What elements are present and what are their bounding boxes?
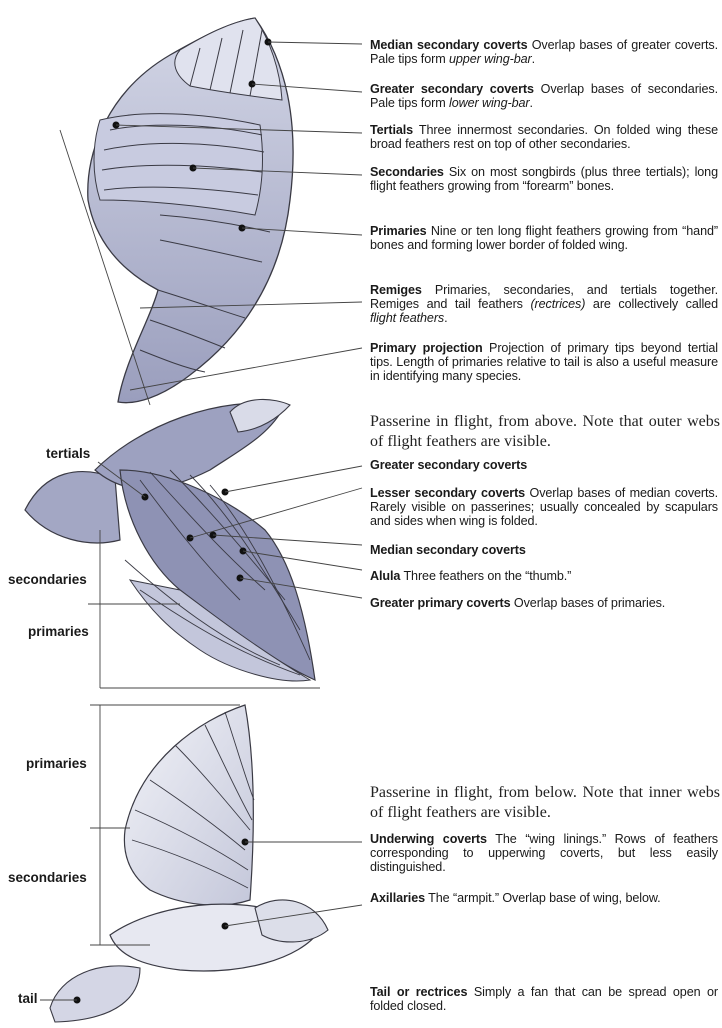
label-median-secondary-coverts: Median secondary coverts Overlap bases o… [370, 38, 718, 66]
side-label-above-primaries: primaries [28, 624, 89, 639]
label-tertials: Tertials Three innermost secondaries. On… [370, 123, 718, 151]
above-illustration [25, 399, 362, 688]
label-axillaries: Axillaries The “armpit.” Overlap base of… [370, 891, 718, 905]
folded-wing-illustration [60, 18, 362, 405]
side-label-tail: tail [18, 991, 38, 1006]
label-greater-primary-coverts: Greater primary coverts Overlap bases of… [370, 596, 718, 610]
side-label-below-primaries: primaries [26, 756, 87, 771]
label-underwing-coverts: Underwing coverts The “wing linings.” Ro… [370, 832, 718, 875]
below-head [255, 900, 328, 942]
caption-above: Passerine in flight, from above. Note th… [370, 412, 720, 452]
above-tail [25, 472, 120, 543]
side-label-above-secondaries: secondaries [8, 572, 87, 587]
label-above-median-secondary-coverts: Median secondary coverts [370, 543, 718, 557]
label-primaries: Primaries Nine or ten long flight feathe… [370, 224, 718, 252]
side-label-tertials: tertials [46, 446, 90, 461]
below-tail [50, 966, 140, 1022]
label-above-greater-secondary-coverts: Greater secondary coverts [370, 458, 718, 472]
side-label-below-secondaries: secondaries [8, 870, 87, 885]
label-remiges: Remiges Primaries, secondaries, and tert… [370, 283, 718, 326]
label-primary-projection: Primary projection Projection of primary… [370, 341, 718, 384]
label-secondaries: Secondaries Six on most songbirds (plus … [370, 165, 718, 193]
label-lesser-secondary-coverts: Lesser secondary coverts Overlap bases o… [370, 486, 718, 529]
below-wing [124, 705, 253, 905]
above-head [230, 399, 290, 432]
below-illustration [40, 705, 362, 1022]
label-greater-secondary-coverts: Greater secondary coverts Overlap bases … [370, 82, 718, 110]
label-alula: Alula Three feathers on the “thumb.” [370, 569, 718, 583]
caption-below: Passerine in flight, from below. Note th… [370, 783, 720, 823]
label-tail-or-rectrices: Tail or rectrices Simply a fan that can … [370, 985, 718, 1013]
